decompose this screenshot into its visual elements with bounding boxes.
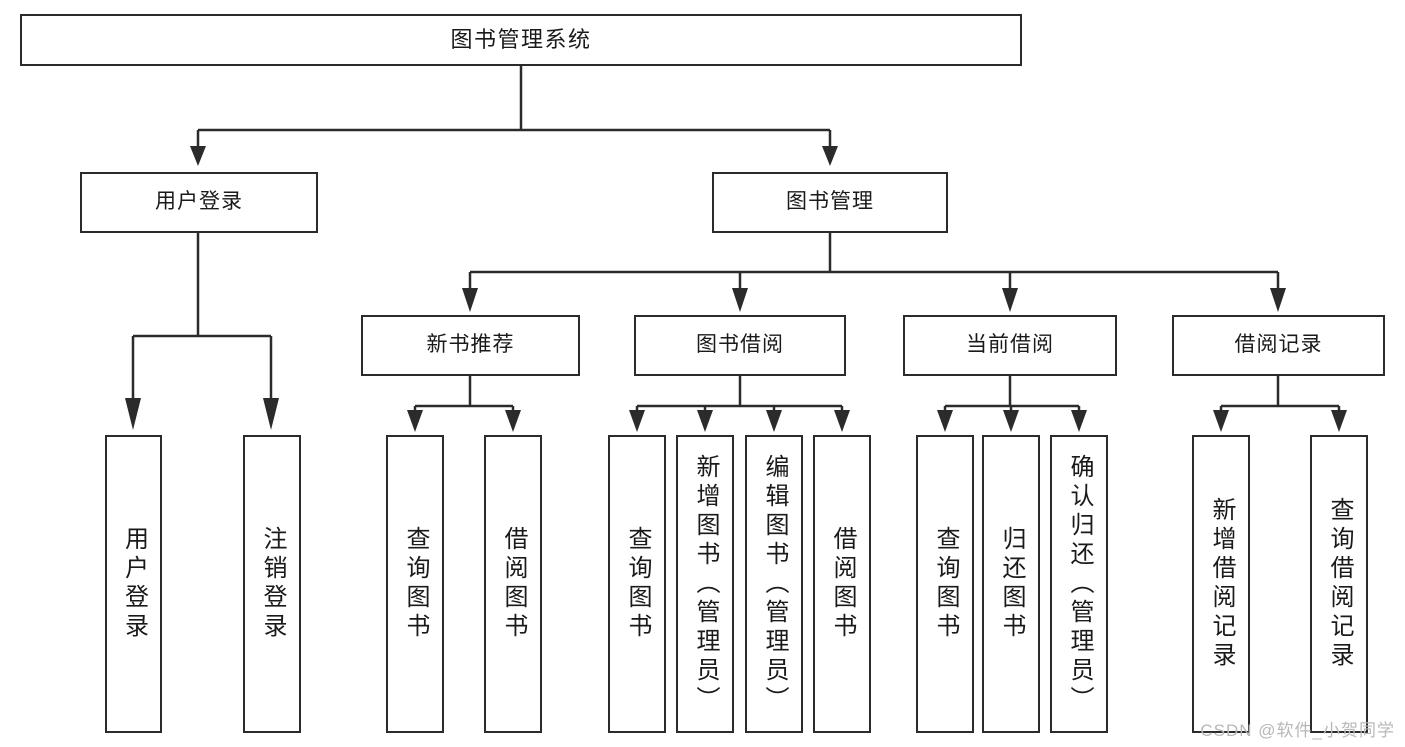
node-label: 归还图书 [998, 526, 1025, 642]
node-leaf-add-borrow-record[interactable]: 新增借阅记录 [1192, 435, 1250, 733]
node-user-login[interactable]: 用户登录 [80, 172, 318, 233]
node-label: 图书管理 [786, 190, 874, 214]
node-leaf-return-book[interactable]: 归还图书 [982, 435, 1040, 733]
node-label: 用户登录 [155, 190, 243, 214]
node-book-borrow[interactable]: 图书借阅 [634, 315, 846, 376]
arrow-leaf-logout-login [263, 398, 279, 430]
node-label: 用户登录 [120, 526, 148, 642]
node-label: 查询图书 [624, 526, 651, 642]
arrow-leaf-add-book [697, 410, 713, 432]
arrow-leaf-borrow-book-2 [834, 410, 850, 432]
arrow-userlogin [190, 146, 206, 166]
arrow-bookmanage [822, 146, 838, 166]
arrow-newbook [462, 288, 478, 312]
node-leaf-user-login[interactable]: 用户登录 [105, 435, 162, 733]
node-leaf-query-borrow-record[interactable]: 查询借阅记录 [1310, 435, 1368, 733]
node-label: 图书借阅 [696, 333, 784, 357]
node-borrow-record[interactable]: 借阅记录 [1172, 315, 1385, 376]
node-current-borrow[interactable]: 当前借阅 [903, 315, 1117, 376]
node-new-book-recommend[interactable]: 新书推荐 [361, 315, 580, 376]
node-label: 新增借阅记录 [1208, 497, 1235, 671]
arrow-leaf-edit-book [766, 410, 782, 432]
arrow-leaf-query-record [1331, 410, 1347, 432]
node-leaf-query-book-recommend[interactable]: 查询图书 [386, 435, 444, 733]
arrow-leaf-add-record [1213, 410, 1229, 432]
node-label: 编辑图书（管理员） [761, 453, 788, 715]
watermark: CSDN @软件_小贺同学 [1200, 721, 1395, 740]
arrow-leaf-query-book-2 [629, 410, 645, 432]
node-book-management[interactable]: 图书管理 [712, 172, 948, 233]
arrow-leaf-borrow-book-1 [505, 410, 521, 432]
node-label: 查询借阅记录 [1326, 497, 1353, 671]
arrow-bookborrow [732, 288, 748, 312]
arrow-currentborrow [1002, 288, 1018, 312]
node-label: 确认归还（管理员） [1066, 453, 1093, 715]
node-label: 注销登录 [259, 526, 286, 642]
arrow-leaf-query-book-1 [407, 410, 423, 432]
node-label: 借阅记录 [1234, 333, 1323, 357]
node-label: 新增图书（管理员） [692, 453, 719, 715]
node-label: 新书推荐 [426, 333, 515, 357]
node-leaf-query-book-borrow[interactable]: 查询图书 [608, 435, 666, 733]
node-label: 查询图书 [402, 526, 429, 642]
node-leaf-edit-book-admin[interactable]: 编辑图书（管理员） [745, 435, 803, 733]
arrow-leaf-user-login [125, 398, 141, 430]
node-root-book-management-system[interactable]: 图书管理系统 [20, 14, 1022, 66]
node-leaf-borrow-book-recommend[interactable]: 借阅图书 [484, 435, 542, 733]
node-label: 图书管理系统 [450, 27, 592, 53]
arrow-leaf-query-book-3 [937, 410, 953, 432]
node-leaf-logout-login[interactable]: 注销登录 [243, 435, 301, 733]
node-leaf-confirm-return-admin[interactable]: 确认归还（管理员） [1050, 435, 1108, 733]
node-leaf-borrow-book[interactable]: 借阅图书 [813, 435, 871, 733]
node-leaf-add-book-admin[interactable]: 新增图书（管理员） [676, 435, 734, 733]
arrow-leaf-return-book [1003, 410, 1019, 432]
node-label: 借阅图书 [500, 526, 527, 642]
node-leaf-query-book-current[interactable]: 查询图书 [916, 435, 974, 733]
node-label: 查询图书 [932, 526, 959, 642]
arrow-borrowrecord [1270, 288, 1286, 312]
arrow-leaf-confirm-return [1071, 410, 1087, 432]
node-label: 借阅图书 [829, 526, 856, 642]
node-label: 当前借阅 [966, 333, 1054, 357]
